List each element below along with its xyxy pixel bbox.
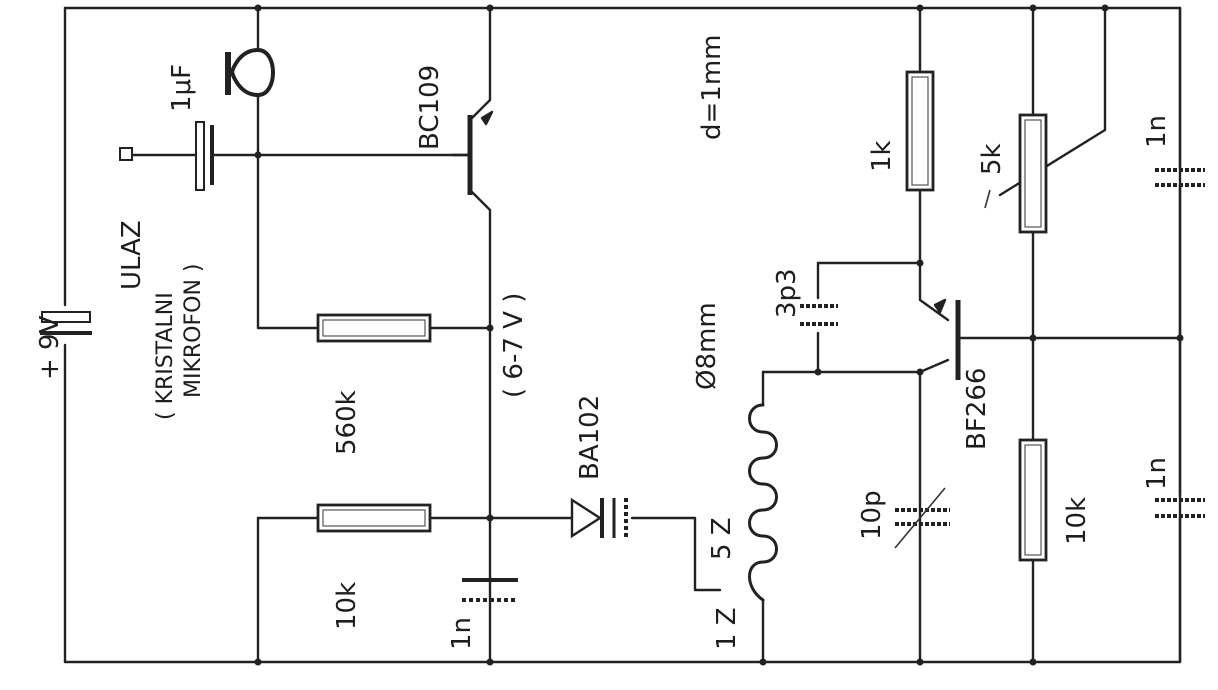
label-coil-turns: 5 Z — [707, 517, 737, 560]
label-r-560k: 560k — [332, 390, 362, 455]
label-transistor2: BF266 — [962, 368, 992, 450]
potentiometer-5k — [984, 113, 1048, 234]
label-voltage: ( 6-7 V ) — [499, 293, 529, 398]
label-input-note2: MIKROFON ) — [181, 263, 206, 398]
labels: + 9V ULAZ ( KRISTALNI MIKROFON ) 1μF BC1… — [35, 35, 1172, 651]
input-terminal — [119, 147, 133, 161]
label-r-10k-right: 10k — [1062, 497, 1092, 545]
label-trimmer: 10p — [857, 490, 887, 540]
input-capacitor — [195, 121, 214, 191]
microphone-symbol — [225, 47, 275, 98]
battery-symbol — [40, 311, 92, 335]
label-coil-tap: 1 Z — [712, 607, 742, 650]
label-r-10k-left: 10k — [332, 582, 362, 630]
transistor-bf266 — [933, 298, 961, 380]
label-wire-dia: d=1mm — [697, 35, 727, 141]
capacitor-1n-top — [1155, 168, 1205, 187]
label-cap-1n-top: 1n — [1142, 115, 1172, 148]
label-cap-1n-bottom: 1n — [1142, 457, 1172, 490]
trimmer-10p — [894, 487, 950, 549]
label-supply: + 9V — [35, 315, 65, 380]
label-r-1k: 1k — [867, 140, 897, 172]
label-cap-1n-left: 1n — [447, 617, 477, 650]
label-input: ULAZ — [117, 220, 147, 290]
label-cap-3p3: 3p3 — [772, 268, 802, 318]
label-coil-dia: Ø8mm — [692, 302, 722, 390]
label-diode: BA102 — [575, 395, 605, 480]
resistor-10k-right — [1018, 438, 1048, 562]
diode-ba102 — [570, 497, 628, 539]
capacitor-1n-left — [462, 578, 518, 602]
transistor-bc109 — [450, 110, 494, 195]
junction-dots — [254, 4, 1184, 666]
label-transistor1: BC109 — [415, 65, 445, 150]
resistor-1k — [905, 70, 935, 192]
resistor-10k-left — [316, 503, 432, 533]
wires — [63, 6, 1182, 664]
label-cap-in: 1μF — [167, 64, 197, 112]
label-pot-5k: 5k — [977, 143, 1007, 175]
capacitor-3p3 — [800, 304, 838, 326]
resistor-560k — [316, 313, 432, 343]
label-input-note: ( KRISTALNI — [153, 292, 178, 420]
coil — [748, 403, 778, 602]
